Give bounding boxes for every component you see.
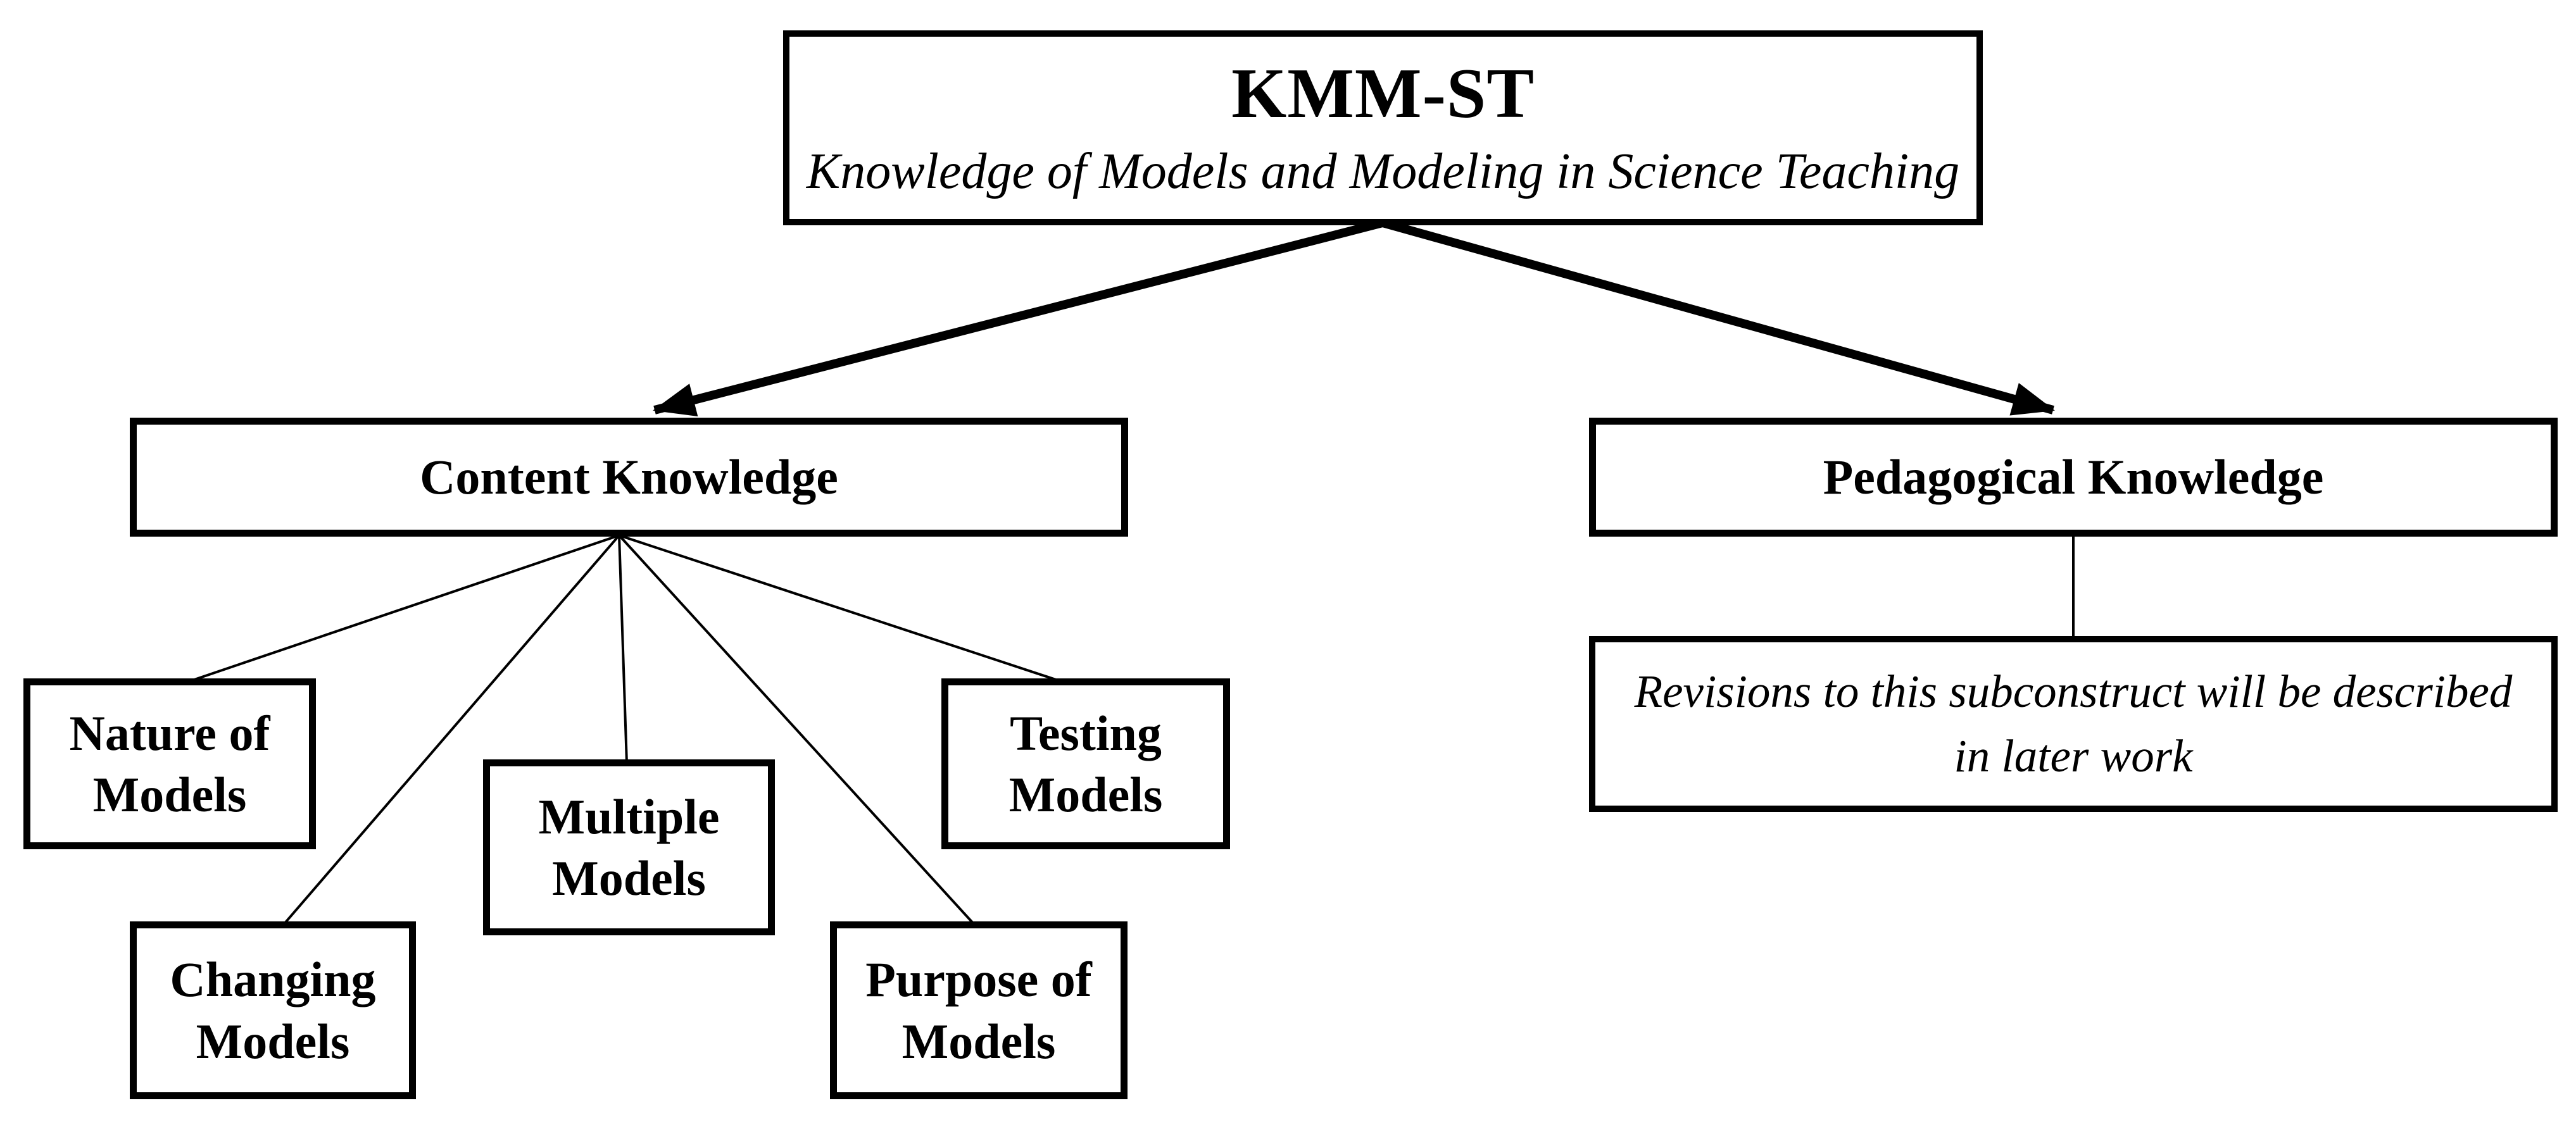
multiple-models-label: Multiple Models [538,789,720,906]
content-knowledge-label: Content Knowledge [420,449,838,505]
node-content-knowledge: Content Knowledge [130,418,1128,537]
kmm-st-title: KMM-ST [1231,54,1535,134]
line-content-to-purpose-of-models [618,534,976,926]
changing-models-label: Changing Models [170,952,376,1069]
node-testing-models: Testing Models [941,678,1230,849]
line-content-to-nature-of-models [186,534,620,683]
node-revisions-note: Revisions to this subconstruct will be d… [1589,636,2558,812]
node-nature-of-models: Nature of Models [23,678,316,849]
line-content-to-testing-models [619,534,1064,683]
node-kmm-st: KMM-ST Knowledge of Models and Modeling … [783,30,1983,225]
revisions-note-label: Revisions to this subconstruct will be d… [1634,665,2513,782]
purpose-of-models-label: Purpose of Models [865,952,1092,1069]
node-multiple-models: Multiple Models [483,759,775,935]
line-content-to-multiple-models [618,535,628,764]
kmm-st-subtitle: Knowledge of Models and Modeling in Scie… [806,143,1960,199]
arrow-root-to-content-knowledge [653,218,1384,416]
node-pedagogical-knowledge: Pedagogical Knowledge [1589,418,2558,537]
line-content-to-changing-models [282,534,620,926]
arrow-root-to-pedagogical-knowledge [1381,218,2055,416]
nature-of-models-label: Nature of Models [69,705,270,823]
node-purpose-of-models: Purpose of Models [830,921,1128,1099]
testing-models-label: Testing Models [1008,705,1163,823]
node-changing-models: Changing Models [130,921,416,1099]
pedagogical-knowledge-label: Pedagogical Knowledge [1823,449,2324,505]
